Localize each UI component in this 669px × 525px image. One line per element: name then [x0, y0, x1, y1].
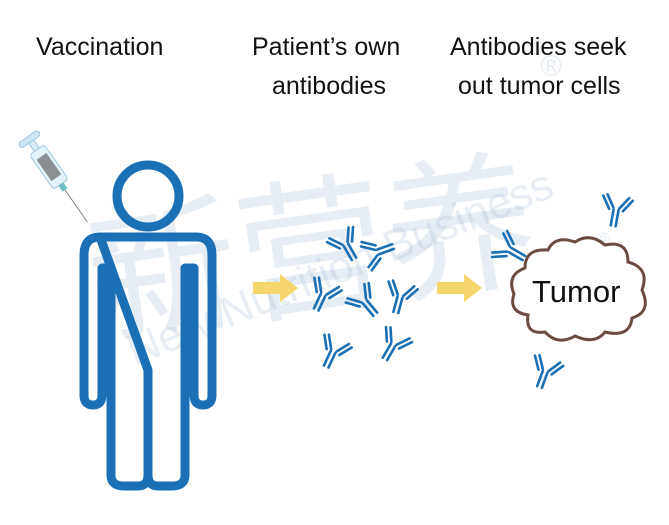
syringe-icon — [18, 130, 88, 223]
antibody-icon — [343, 280, 389, 326]
label-vaccination: Vaccination — [36, 33, 164, 61]
antibody-icon — [524, 352, 566, 394]
antibody-icon — [380, 278, 420, 318]
label-own-antibodies-1: Patient’s own — [252, 33, 401, 61]
antibody-icon — [597, 192, 635, 230]
antibody-icon — [370, 324, 415, 368]
antibody-icon — [311, 331, 354, 375]
tumor-cloud — [510, 236, 647, 342]
arrow-right-icon — [253, 274, 298, 302]
label-own-antibodies-2: antibodies — [272, 72, 386, 100]
antibody-icon — [301, 274, 344, 318]
tumor-label: Tumor — [532, 274, 621, 309]
arrow-right-icon — [437, 274, 482, 302]
label-seek-1: Antibodies seek — [450, 33, 627, 61]
label-seek-2: out tumor cells — [458, 72, 621, 100]
antibody-icon — [358, 231, 400, 273]
person-icon — [79, 160, 217, 491]
